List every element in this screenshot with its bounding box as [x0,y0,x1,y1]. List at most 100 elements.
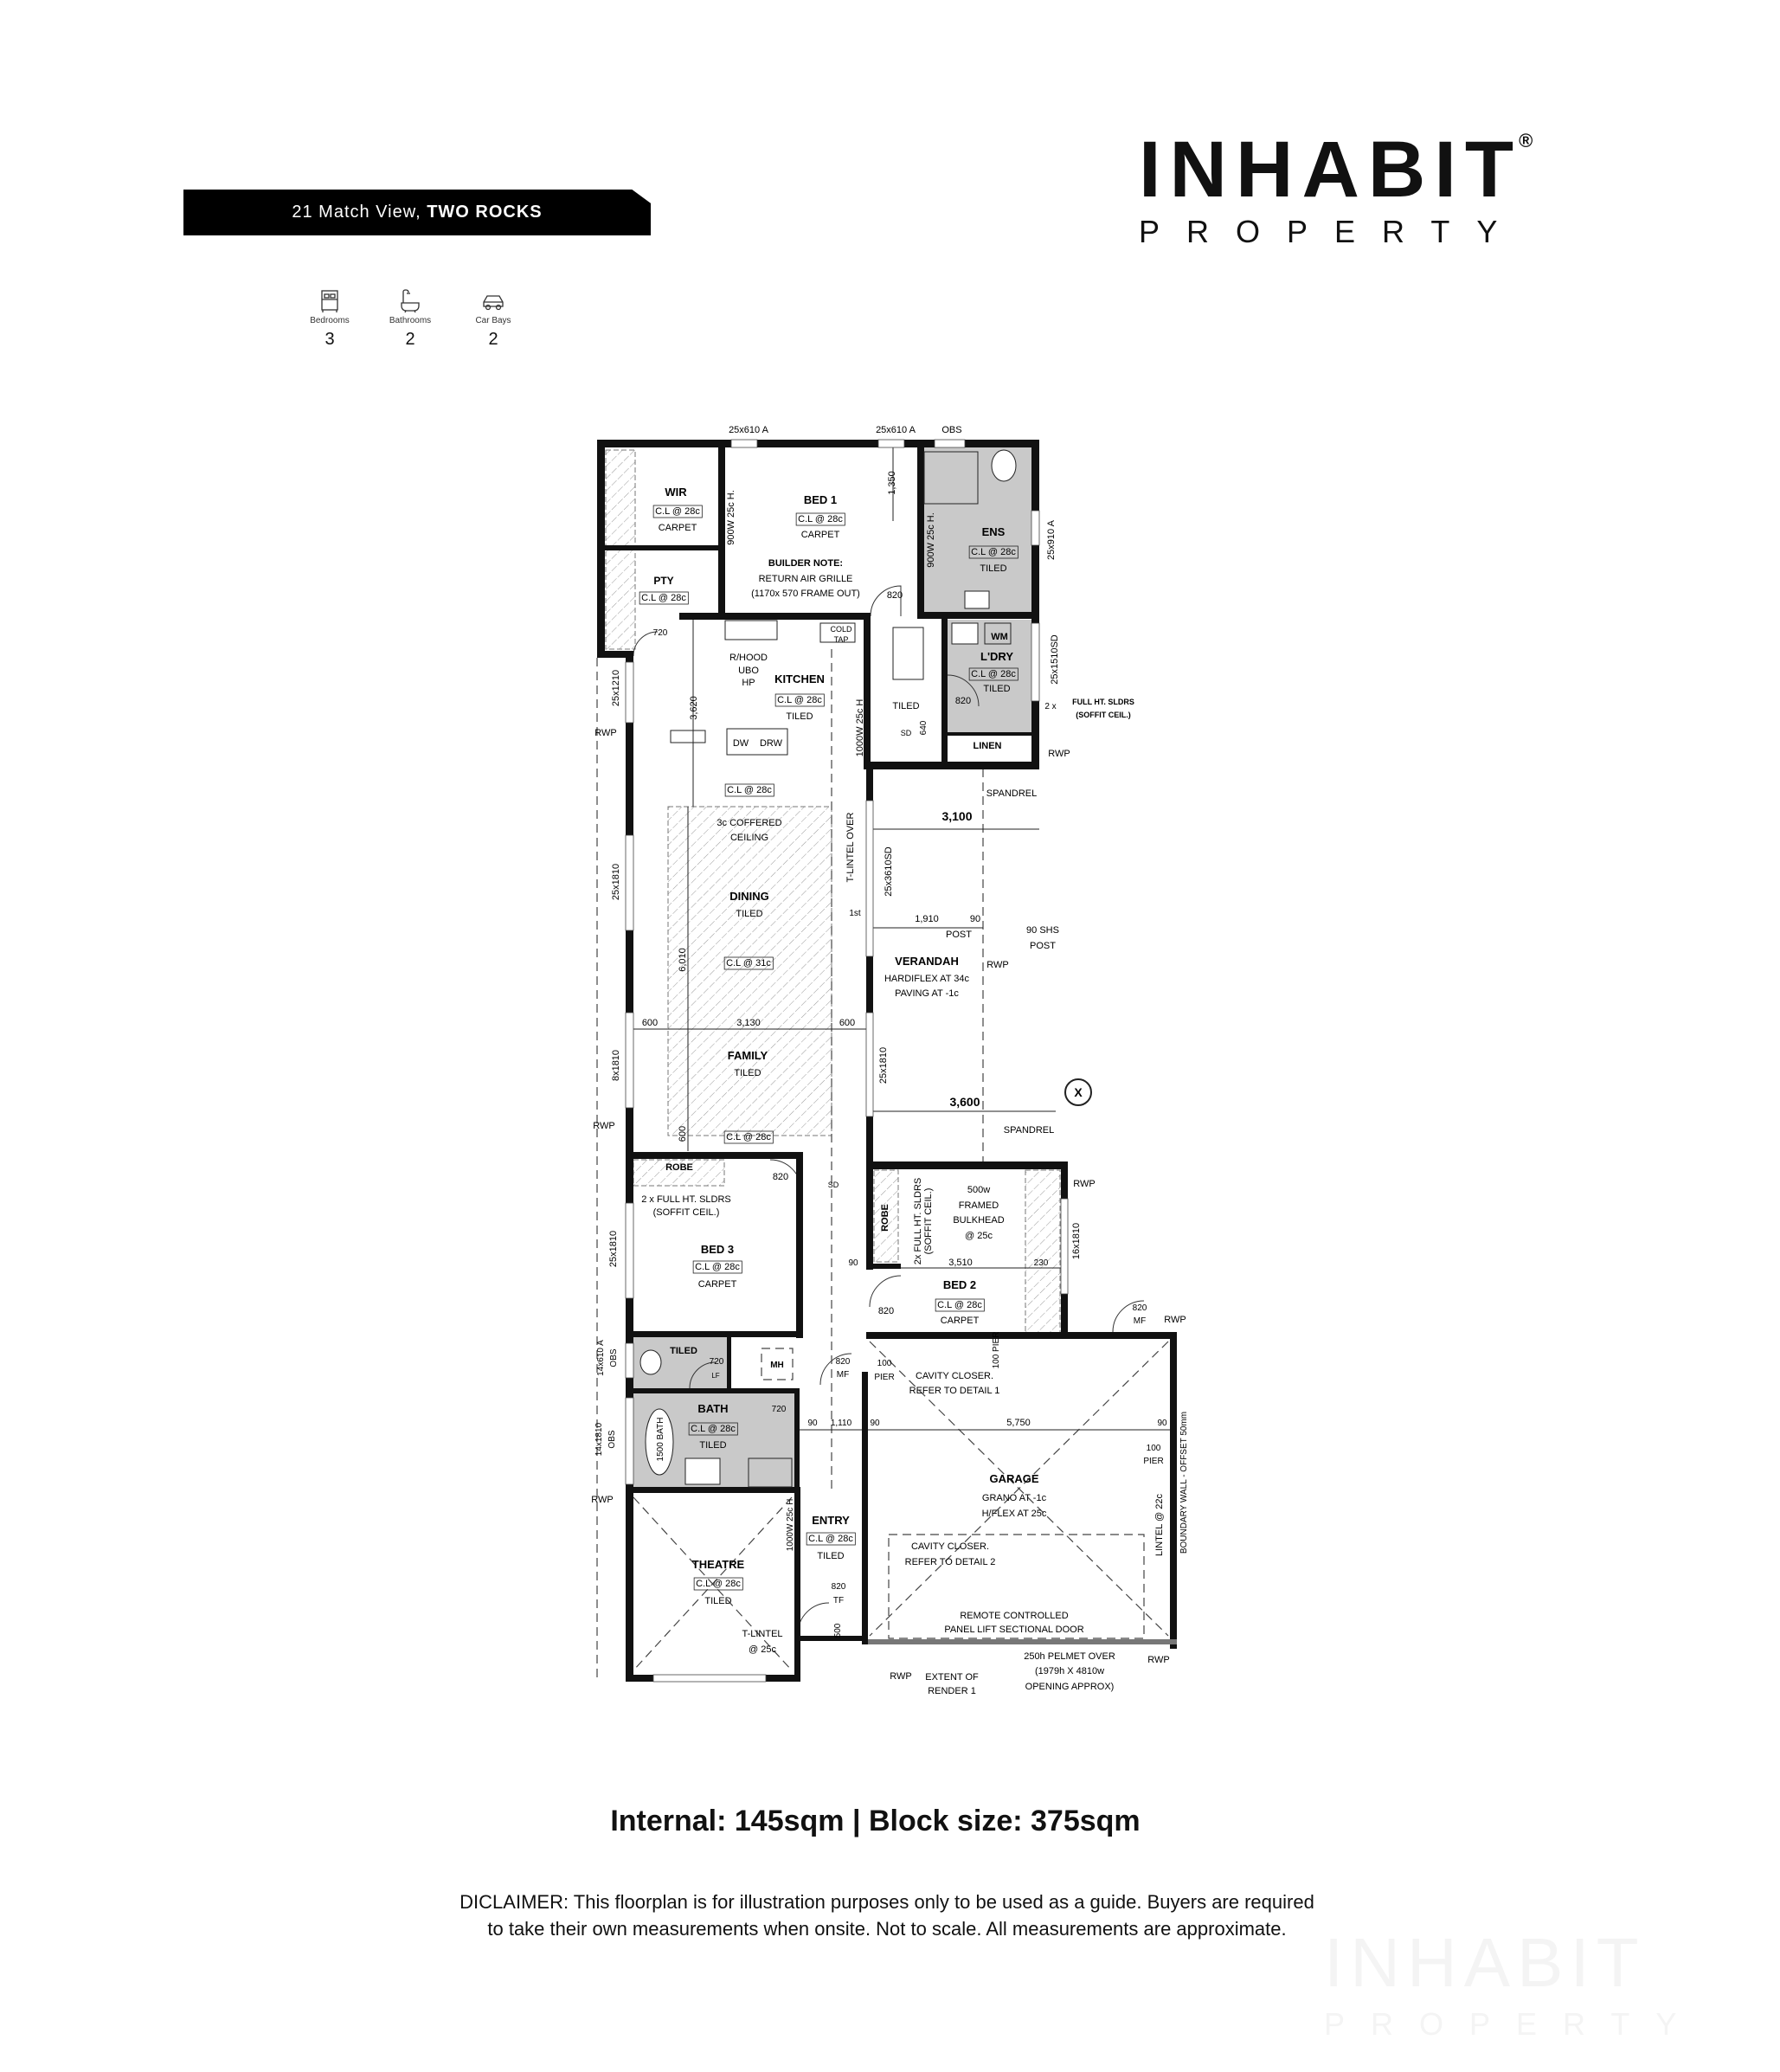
bulkhead [1025,1169,1061,1334]
plan-label: BATH [697,1402,728,1415]
plan-label: 600 [678,1126,688,1142]
hatched-areas [605,449,1061,1334]
plan-label: FRAMED [959,1200,999,1211]
plan-label: C.L @ 28c [726,1132,771,1142]
plan-label: (1170x 570 FRAME OUT) [751,589,860,599]
plan-label: 90 [970,914,980,924]
plan-label: SD [901,729,912,737]
windows [625,439,1069,1683]
ceiling-label-box [639,591,689,605]
plan-label: LINEN [974,741,1002,751]
plan-label: KITCHEN [774,672,825,685]
stat-value: 2 [488,330,498,349]
plan-label: (SOFFIT CEIL.) [923,1188,934,1255]
plan-label: 3,620 [689,696,699,720]
plan-label: 16x1810 [1071,1223,1082,1259]
plan-label: C.L @ 28c [655,506,700,517]
trough [951,622,979,645]
plan-label: 820 [832,1582,846,1592]
plan-label: RWP [1073,1179,1095,1189]
plan-label: H/FLEX AT 25c [982,1509,1047,1519]
plan-label: C.L @ 28c [695,1262,740,1272]
registered-mark: ® [1519,130,1542,151]
plan-label: TAP [834,635,849,644]
plan-label: OBS [941,425,961,435]
plan-label: 2 x FULL HT. SLDRS [641,1194,731,1205]
plan-label: ENS [982,525,1006,538]
plan-label: RENDER 1 [928,1686,976,1696]
plan-label: MF [1134,1316,1146,1326]
plan-label: CARPET [941,1316,980,1326]
stat-bedrooms: Bedrooms 3 [295,289,364,350]
plan-label: 1000W 25c H [786,1499,795,1552]
plan-label: C.L @ 31c [726,958,771,968]
address-suburb: TWO ROCKS [427,203,543,222]
plan-label: 720 [772,1405,787,1414]
stat-label: Bedrooms [310,316,350,325]
plan-label: RWP [593,1121,614,1131]
address-banner: 21 Match View, TWO ROCKS [183,190,651,235]
plan-label: C.L @ 28c [641,593,686,603]
plan-label: 3,510 [948,1258,973,1268]
plan-label: PAVING AT -1c [895,988,959,999]
plan-label: 90 [807,1419,818,1428]
plan-label: R/HOOD [729,653,768,663]
plan-label: 600 [642,1018,658,1028]
ceiling-label-box [723,956,774,970]
ceiling-label-box [795,512,845,526]
plan-label: (1979h X 4810w [1035,1666,1104,1676]
ceiling-label-box [968,667,1019,681]
plan-label: RWP [986,960,1008,970]
plan-label: RWP [591,1495,613,1505]
plan-label: MH [770,1361,784,1370]
plan-label: 820 [878,1306,894,1316]
plan-label: 900W 25c H. [926,512,936,568]
plan-label: 820 [773,1172,788,1182]
plan-label: BOUNDARY WALL - OFFSET 50mm [1179,1412,1189,1554]
plan-label: 25x1210 [611,670,621,706]
plan-label: UBO [738,666,759,676]
plan-label: TILED [736,909,762,919]
plan-label: 820 [887,590,903,601]
plan-label: RETURN AIR GRILLE [759,574,853,584]
plan-label: 720 [710,1357,724,1367]
bathtub [645,1408,674,1476]
plan-label: 100 [1147,1444,1161,1453]
car-icon [483,295,504,311]
stat-value: 2 [405,330,415,349]
plan-label: COLD [830,625,852,634]
plan-label: ROBE [880,1204,890,1232]
plan-label: BED 2 [943,1278,976,1291]
plan-label: 25x1810 [608,1231,619,1267]
plan-label: TILED [892,701,919,711]
plan-label: 820 [1133,1303,1147,1313]
bed2-robe [873,1169,899,1263]
plan-label: 500w [967,1185,990,1195]
brand-sub: PROPERTY [1139,214,1525,249]
plan-label: RWP [1147,1655,1169,1665]
plan-label: 5,750 [1006,1418,1031,1428]
plan-label: CARPET [698,1279,737,1290]
tiled-grid [892,627,924,680]
ceiling-label-box [723,1130,774,1144]
plan-label: @ 25c [965,1231,993,1241]
plan-label: BUILDER NOTE: [768,558,843,569]
plan-label: PTY [653,575,673,587]
plan-label: 1,110 [831,1419,852,1428]
plan-label: ROBE [665,1162,693,1173]
plan-label: CARPET [659,523,697,533]
cooktop [724,620,778,640]
plan-label: 720 [653,628,668,638]
plan-label: 25x610 A [729,425,769,435]
ceiling-label-box [806,1532,856,1546]
bath-vanity [684,1457,721,1485]
plan-label: THEATRE [692,1558,745,1571]
watermark-line1: INHABIT [1324,1924,1646,2001]
plan-label: TILED [704,1596,731,1606]
plan-label: T-LINTEL OVER [845,813,856,883]
ceiling-label-box [693,1577,743,1591]
plan-label: C.L @ 28c [971,669,1016,679]
bath-shower [748,1457,793,1488]
plan-label: GARAGE [989,1472,1038,1485]
